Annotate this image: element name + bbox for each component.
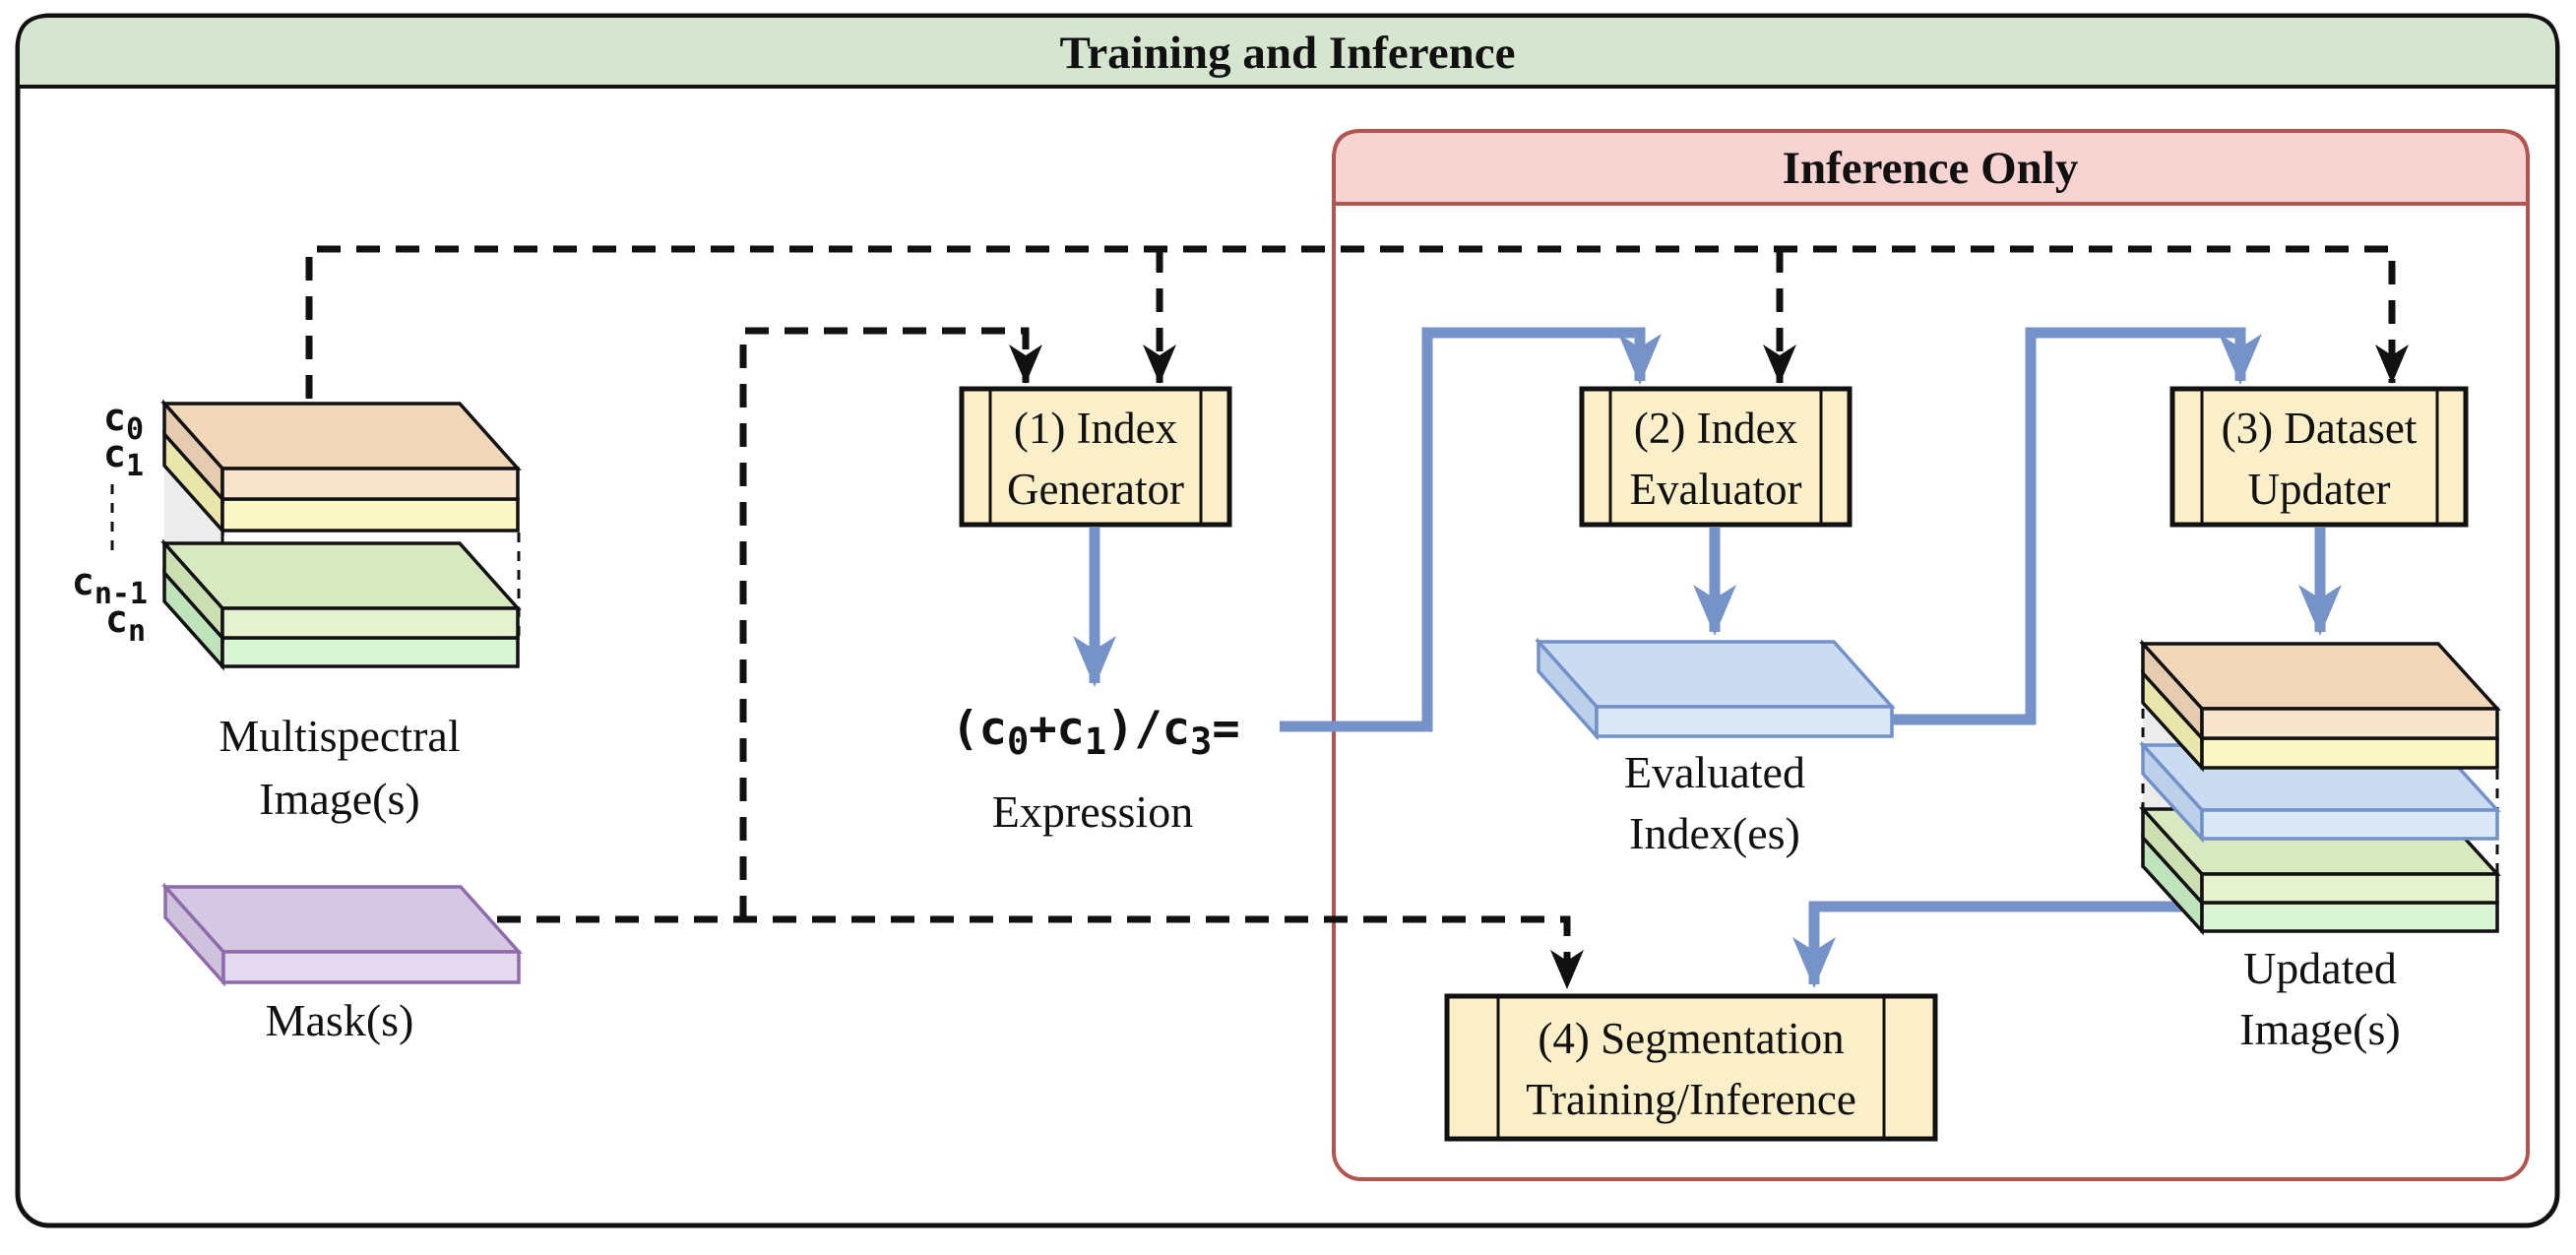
layer-c1-front xyxy=(220,497,520,533)
channel-label-c0: c0 xyxy=(103,396,144,447)
index-generator-label-line2: Generator xyxy=(1007,465,1184,514)
channel-label-cn: cn xyxy=(105,597,146,649)
dashed-connector-mask-to-index-generator xyxy=(739,327,1042,919)
updated-images-caption-line1: Updated xyxy=(2243,943,2397,993)
layer-cn1-front xyxy=(220,606,520,640)
dashed-connector-images-to-dataset-updater xyxy=(305,245,2409,399)
layer-cn1-top xyxy=(160,541,522,610)
evaluated-index-caption-line2: Index(es) xyxy=(1629,808,1800,858)
multispectral-caption-line1: Multispectral xyxy=(219,711,460,761)
multispectral-stack xyxy=(160,399,522,671)
layer-c0-top xyxy=(160,402,522,471)
expression-formula: (c0+c1)/c3= xyxy=(951,702,1239,763)
mask-front xyxy=(221,950,521,984)
dataset-updater-rect xyxy=(2169,386,2469,528)
updated-index-layer-front xyxy=(2200,808,2499,841)
inference-only-band xyxy=(1332,129,2530,206)
evaluated-index-top xyxy=(1535,640,1896,709)
segmentation-label-line2: Training/Inference xyxy=(1526,1075,1856,1124)
channel-label-cn-1: cn-1 xyxy=(72,560,148,611)
mask-top xyxy=(161,885,523,954)
index-evaluator-label-line1: (2) Index xyxy=(1634,404,1797,453)
mask-slab xyxy=(161,882,523,987)
dataset-updater-label-line2: Updater xyxy=(2248,465,2391,514)
index-evaluator-rect xyxy=(1579,386,1853,528)
evaluated-index-slab xyxy=(1535,637,1896,741)
training-header-band xyxy=(16,14,2559,89)
arrow-evaluated-index-to-dataset-updater xyxy=(1892,327,2262,725)
segmentation-label-line1: (4) Segmentation xyxy=(1538,1014,1844,1063)
updated-c0-top xyxy=(2139,642,2501,711)
dashed-connector-mask-to-segmentation xyxy=(497,915,1584,989)
mask-caption: Mask(s) xyxy=(266,995,414,1045)
segmentation-rect xyxy=(1444,993,1938,1142)
dataset-updater-box: (3) Dataset Updater xyxy=(2169,386,2469,528)
training-header-title: Training and Inference xyxy=(1059,28,1515,79)
multispectral-caption-line2: Image(s) xyxy=(259,774,419,824)
evaluated-index-caption-line1: Evaluated xyxy=(1624,747,1805,797)
index-evaluator-label-line2: Evaluator xyxy=(1630,465,1802,514)
evaluated-index-front xyxy=(1595,705,1894,738)
inference-only-title: Inference Only xyxy=(1783,143,2079,194)
updated-images-caption-line2: Image(s) xyxy=(2239,1004,2400,1054)
segmentation-box: (4) Segmentation Training/Inference xyxy=(1444,993,1938,1142)
layer-c0-front xyxy=(220,467,520,501)
updated-cn1-front xyxy=(2200,872,2499,905)
channel-label-c1: c1 xyxy=(103,432,144,483)
updated-images-stack xyxy=(2139,639,2501,936)
index-generator-label-line1: (1) Index xyxy=(1014,404,1177,453)
updated-c1-front xyxy=(2200,736,2499,770)
arrow-expression-to-index-evaluator xyxy=(1280,327,1662,732)
dataset-updater-label-line1: (3) Dataset xyxy=(2222,404,2418,453)
index-evaluator-box: (2) Index Evaluator xyxy=(1579,386,1853,528)
expression-caption: Expression xyxy=(992,786,1193,837)
layer-cn-front xyxy=(220,636,520,668)
index-generator-rect xyxy=(959,386,1232,528)
updated-c0-front xyxy=(2200,707,2499,740)
arrow-updated-images-to-segmentation xyxy=(1792,901,2205,988)
index-generator-box: (1) Index Generator xyxy=(959,386,1232,528)
updated-cn-front xyxy=(2200,901,2499,933)
